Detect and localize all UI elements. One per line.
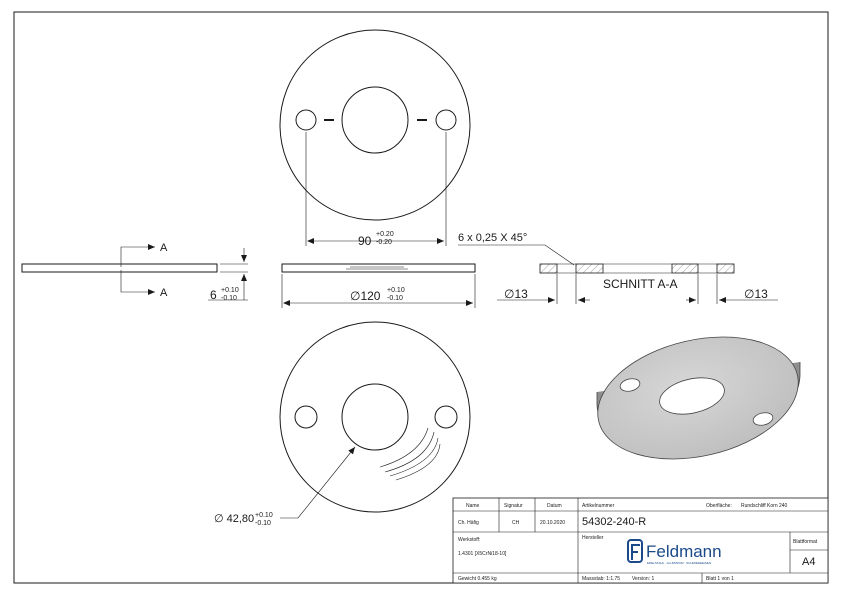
tb-article-label: Artikelnummer — [582, 503, 615, 509]
isometric-hole-right — [752, 412, 774, 426]
section-segment-1 — [539, 263, 558, 274]
feldmann-logo-mark — [627, 539, 643, 563]
isometric-view — [596, 336, 801, 460]
feldmann-logo-tagline: EDELSTAHL · ALUMINIUM · SCHMIEDEEISEN — [647, 561, 711, 565]
tb-scale: Massstab: 1:1.75 — [582, 576, 620, 582]
tb-header-signature: Signatur — [504, 503, 523, 509]
side-view-left-profile — [21, 263, 218, 273]
outer-diameter-value: ∅120 — [350, 289, 381, 303]
bottom-view: ∅ 42,80 +0.10 -0.10 — [214, 321, 471, 527]
tb-date-value: 20.10.2020 — [540, 520, 565, 526]
side-view-center-profile — [281, 263, 476, 273]
top-view-center-bore — [341, 86, 409, 154]
thickness-tol-upper: +0.10 — [221, 287, 239, 294]
bottom-view-hole-left — [294, 405, 318, 429]
top-view: 90 +0.20 -0.20 6 x 0,25 X 45° — [279, 29, 575, 266]
isometric-hole-left — [619, 378, 641, 392]
hole-spacing-tol-upper: +0.20 — [376, 231, 394, 238]
tb-version: Version: 1 — [632, 576, 654, 582]
tb-sheet: Blatt 1 von 1 — [706, 576, 734, 582]
top-view-hole-left — [295, 109, 317, 131]
tb-format-value: A4 — [802, 556, 815, 568]
side-view-center: ∅120 +0.10 -0.10 — [281, 263, 476, 308]
bottom-view-outer-circle — [279, 321, 471, 513]
section-marker-bottom: A — [160, 287, 168, 299]
tb-material-label: Werkstoff: — [458, 537, 480, 543]
tb-header-name: Name — [466, 503, 480, 509]
tb-article-value: 54302-240-R — [582, 516, 646, 528]
hole-spacing-value: 90 — [358, 234, 372, 248]
tb-format-label: Blattformat — [793, 539, 818, 545]
outer-diameter-tol-lower: -0.10 — [387, 295, 403, 302]
tb-surface-label: Oberfläche: — [706, 503, 732, 509]
tb-surface-value: Rundschliff Korn 240 — [741, 503, 788, 509]
feldmann-logo-text: Feldmann — [646, 542, 722, 561]
small-hole-right-dimension: ∅13 — [744, 287, 768, 301]
bottom-view-center-bore — [341, 383, 409, 451]
hole-spacing-tol-lower: -0.20 — [376, 239, 392, 246]
center-bore-tol-upper: +0.10 — [255, 512, 273, 519]
thickness-tol-lower: -0.10 — [221, 295, 237, 302]
section-segment-2 — [575, 263, 604, 274]
top-view-hole-right — [435, 109, 457, 131]
center-bore-value: ∅ 42,80 — [214, 513, 254, 525]
isometric-center-bore — [659, 377, 725, 415]
section-marker-top: A — [160, 242, 168, 254]
top-view-outer-circle — [279, 29, 471, 221]
title-block: Name Signatur Datum Ch. Häfig CH 20.10.2… — [452, 497, 829, 584]
thickness-value: 6 — [210, 288, 217, 302]
section-label: SCHNITT A-A — [603, 277, 677, 291]
section-segment-4 — [716, 263, 735, 274]
chamfer-note: 6 x 0,25 X 45° — [458, 232, 527, 244]
tb-weight: Gewicht 0.455 kg — [458, 576, 497, 582]
tb-name-value: Ch. Häfig — [458, 520, 479, 526]
side-view-left: A A 6 +0.10 -0.10 — [21, 242, 248, 302]
tb-manufacturer-label: Hersteller — [582, 535, 604, 541]
tb-header-date: Datum — [547, 503, 562, 509]
tb-signature-value: CH — [512, 520, 520, 526]
small-hole-left-dimension: ∅13 — [504, 287, 528, 301]
bottom-view-hole-right — [434, 405, 458, 429]
outer-diameter-tol-upper: +0.10 — [387, 287, 405, 294]
tb-material-value: 1.4301 [X5CrNi18-10] — [458, 551, 507, 557]
section-view: SCHNITT A-A ∅13 ∅13 — [497, 263, 778, 304]
feldmann-logo: Feldmann EDELSTAHL · ALUMINIUM · SCHMIED… — [627, 539, 722, 565]
center-bore-tol-lower: -0.10 — [255, 520, 271, 527]
section-segment-3 — [671, 263, 699, 274]
sheet-border — [13, 11, 829, 584]
